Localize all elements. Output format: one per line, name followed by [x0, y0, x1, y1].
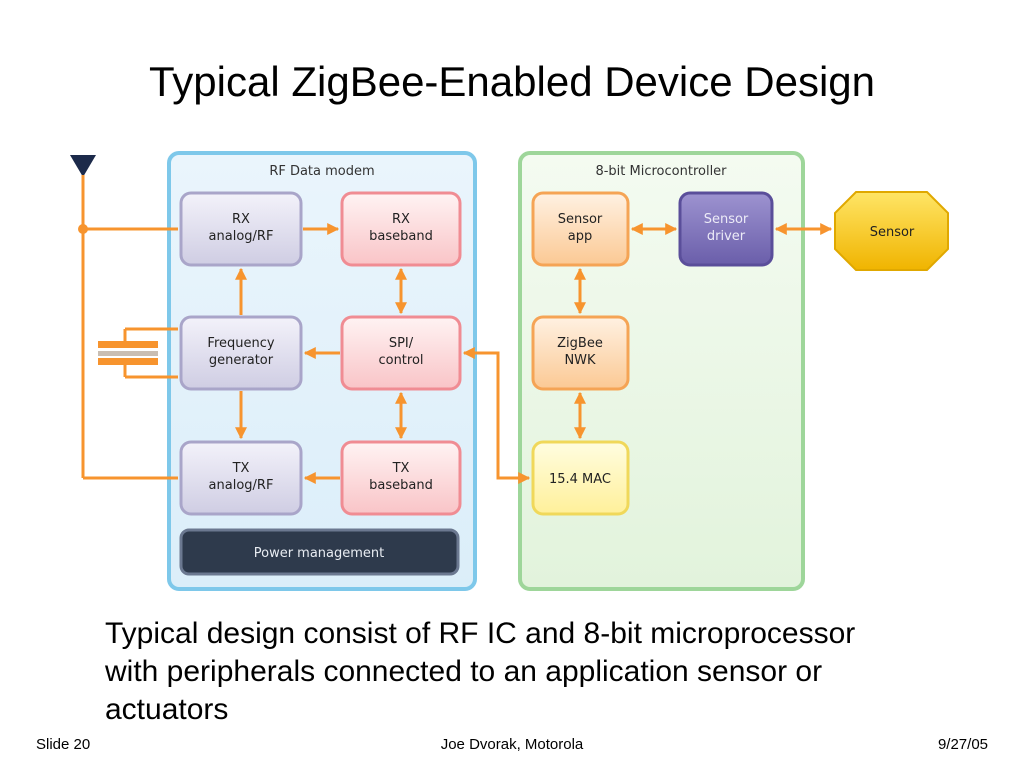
svg-text:baseband: baseband: [369, 229, 433, 244]
svg-text:Power management: Power management: [254, 546, 385, 561]
sensor-block: Sensor: [834, 191, 949, 271]
svg-text:generator: generator: [209, 353, 274, 368]
tx-analog-rf-block: TX analog/RF: [179, 440, 303, 516]
slide-number: Slide 20: [36, 736, 91, 753]
svg-text:RX: RX: [392, 212, 410, 227]
frequency-generator-block: Frequency generator: [179, 315, 303, 391]
svg-text:baseband: baseband: [369, 478, 433, 493]
spi-control-block: SPI/ control: [340, 315, 462, 391]
svg-text:ZigBee: ZigBee: [557, 336, 603, 351]
slide-body-text: Typical design consist of RF IC and 8-bi…: [105, 617, 856, 726]
crystal-icon: [98, 327, 178, 379]
zigbee-nwk-block: ZigBee NWK: [531, 315, 630, 391]
mac-block: 15.4 MAC: [531, 440, 630, 516]
signal-arrows: [235, 223, 833, 484]
arrow-spi-to-mac: [462, 347, 531, 484]
svg-text:15.4 MAC: 15.4 MAC: [549, 472, 611, 487]
rx-baseband-block: RX baseband: [340, 191, 462, 267]
svg-text:Frequency: Frequency: [207, 336, 274, 351]
sensor-app-block: Sensor app: [531, 191, 630, 267]
svg-text:analog/RF: analog/RF: [209, 229, 274, 244]
svg-text:RX: RX: [232, 212, 250, 227]
svg-text:TX: TX: [392, 461, 410, 476]
power-management-block: Power management: [179, 528, 460, 576]
rx-analog-rf-block: RX analog/RF: [179, 191, 303, 267]
svg-text:Sensor: Sensor: [870, 225, 915, 240]
zigbee-block-diagram: RF Data modem 8-bit Microcontroller RX a…: [60, 145, 960, 600]
svg-text:analog/RF: analog/RF: [209, 478, 274, 493]
svg-text:app: app: [568, 229, 592, 244]
rf-group-label: RF Data modem: [269, 164, 374, 179]
antenna-icon: [70, 155, 96, 478]
sensor-driver-block: Sensor driver: [678, 191, 774, 267]
footer-date: 9/27/05: [937, 736, 988, 753]
svg-text:TX: TX: [232, 461, 250, 476]
svg-text:SPI/: SPI/: [389, 336, 414, 351]
slide-title: Typical ZigBee-Enabled Device Design: [148, 58, 876, 105]
footer-author: Joe Dvorak, Motorola: [440, 736, 584, 753]
svg-text:Sensor: Sensor: [704, 212, 749, 227]
svg-text:driver: driver: [707, 229, 746, 244]
svg-text:Sensor: Sensor: [558, 212, 603, 227]
mcu-group-label: 8-bit Microcontroller: [595, 164, 727, 179]
tx-baseband-block: TX baseband: [340, 440, 462, 516]
svg-text:NWK: NWK: [564, 353, 596, 368]
svg-text:control: control: [378, 353, 423, 368]
